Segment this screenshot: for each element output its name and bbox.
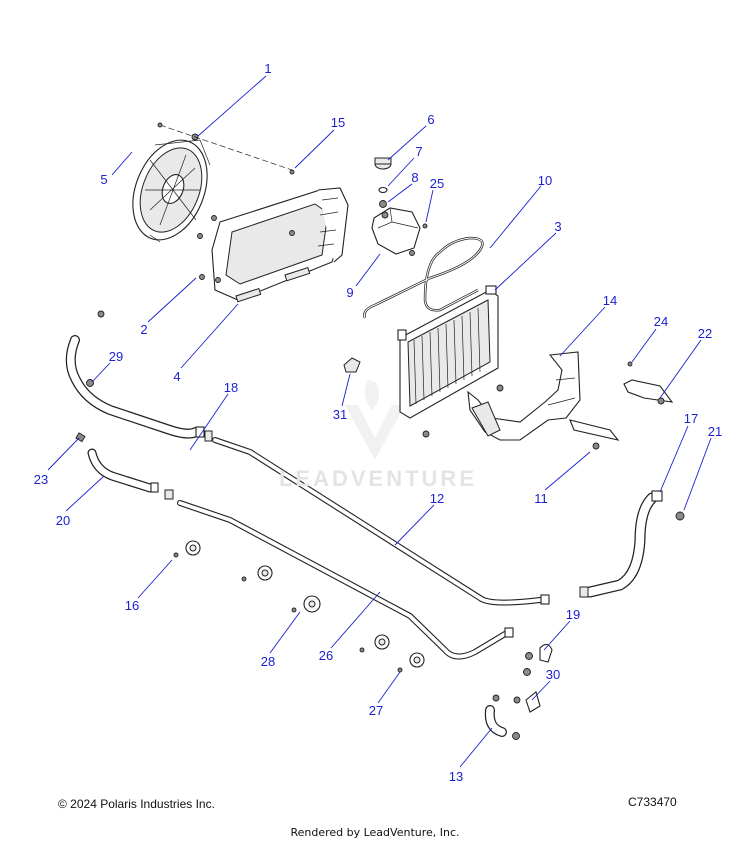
callout-16[interactable]: 16	[125, 598, 139, 613]
copyright-text: © 2024 Polaris Industries Inc.	[58, 797, 215, 811]
radiator-bracket	[467, 351, 620, 450]
hose-clamps	[173, 540, 425, 673]
callout-11[interactable]: 11	[534, 491, 548, 506]
fan-shroud	[197, 187, 349, 303]
upper-coolant-hose	[65, 310, 213, 442]
callout-10[interactable]: 10	[538, 173, 552, 188]
leader-lines	[47, 75, 712, 768]
lower-coolant-hose	[579, 490, 685, 598]
callout-26[interactable]: 26	[319, 648, 333, 663]
leadventure-logo-watermark	[345, 380, 405, 460]
callout-5[interactable]: 5	[100, 172, 107, 187]
callout-30[interactable]: 30	[546, 667, 560, 682]
callout-17[interactable]: 17	[684, 411, 698, 426]
callout-3[interactable]: 3	[554, 219, 561, 234]
callout-6[interactable]: 6	[427, 112, 434, 127]
callout-21[interactable]: 21	[708, 424, 722, 439]
screw	[157, 122, 163, 128]
coolant-reservoir	[371, 157, 428, 256]
callout-19[interactable]: 19	[566, 607, 580, 622]
callout-24[interactable]: 24	[654, 314, 668, 329]
callout-22[interactable]: 22	[698, 326, 712, 341]
coolant-tube-26	[164, 489, 514, 660]
callout-27[interactable]: 27	[369, 703, 383, 718]
callout-4[interactable]: 4	[173, 369, 180, 384]
hose-20	[75, 432, 159, 493]
alignment-line	[159, 124, 293, 171]
callout-20[interactable]: 20	[56, 513, 70, 528]
rendered-by-text: Rendered by LeadVenture, Inc.	[290, 826, 460, 839]
callout-13[interactable]: 13	[449, 769, 463, 784]
drawing-id: C733470	[628, 795, 677, 809]
callout-25[interactable]: 25	[430, 176, 444, 191]
callout-labels: 1 2 3 4 5 6 7 8 9 10 11 12 13 14 15 16 1…	[34, 61, 722, 784]
callout-8[interactable]: 8	[411, 170, 418, 185]
callout-7[interactable]: 7	[415, 144, 422, 159]
cooling-fan	[132, 133, 211, 243]
coolant-tube-12	[212, 437, 550, 606]
mount-bracket	[343, 357, 361, 373]
callout-1[interactable]: 1	[264, 61, 271, 76]
callout-14[interactable]: 14	[603, 293, 617, 308]
callout-28[interactable]: 28	[261, 654, 275, 669]
screw	[289, 169, 295, 175]
callout-29[interactable]: 29	[109, 349, 123, 364]
callout-2[interactable]: 2	[140, 322, 147, 337]
callout-12[interactable]: 12	[430, 491, 444, 506]
callout-18[interactable]: 18	[224, 380, 238, 395]
watermark-text: LEADVENTURE	[278, 466, 477, 491]
radiator	[397, 285, 504, 438]
callout-23[interactable]: 23	[34, 472, 48, 487]
callout-15[interactable]: 15	[331, 115, 345, 130]
hose-elbows	[484, 643, 553, 740]
screw	[199, 274, 205, 280]
support-bracket	[623, 361, 674, 405]
callout-9[interactable]: 9	[346, 285, 353, 300]
callout-31[interactable]: 31	[333, 407, 347, 422]
